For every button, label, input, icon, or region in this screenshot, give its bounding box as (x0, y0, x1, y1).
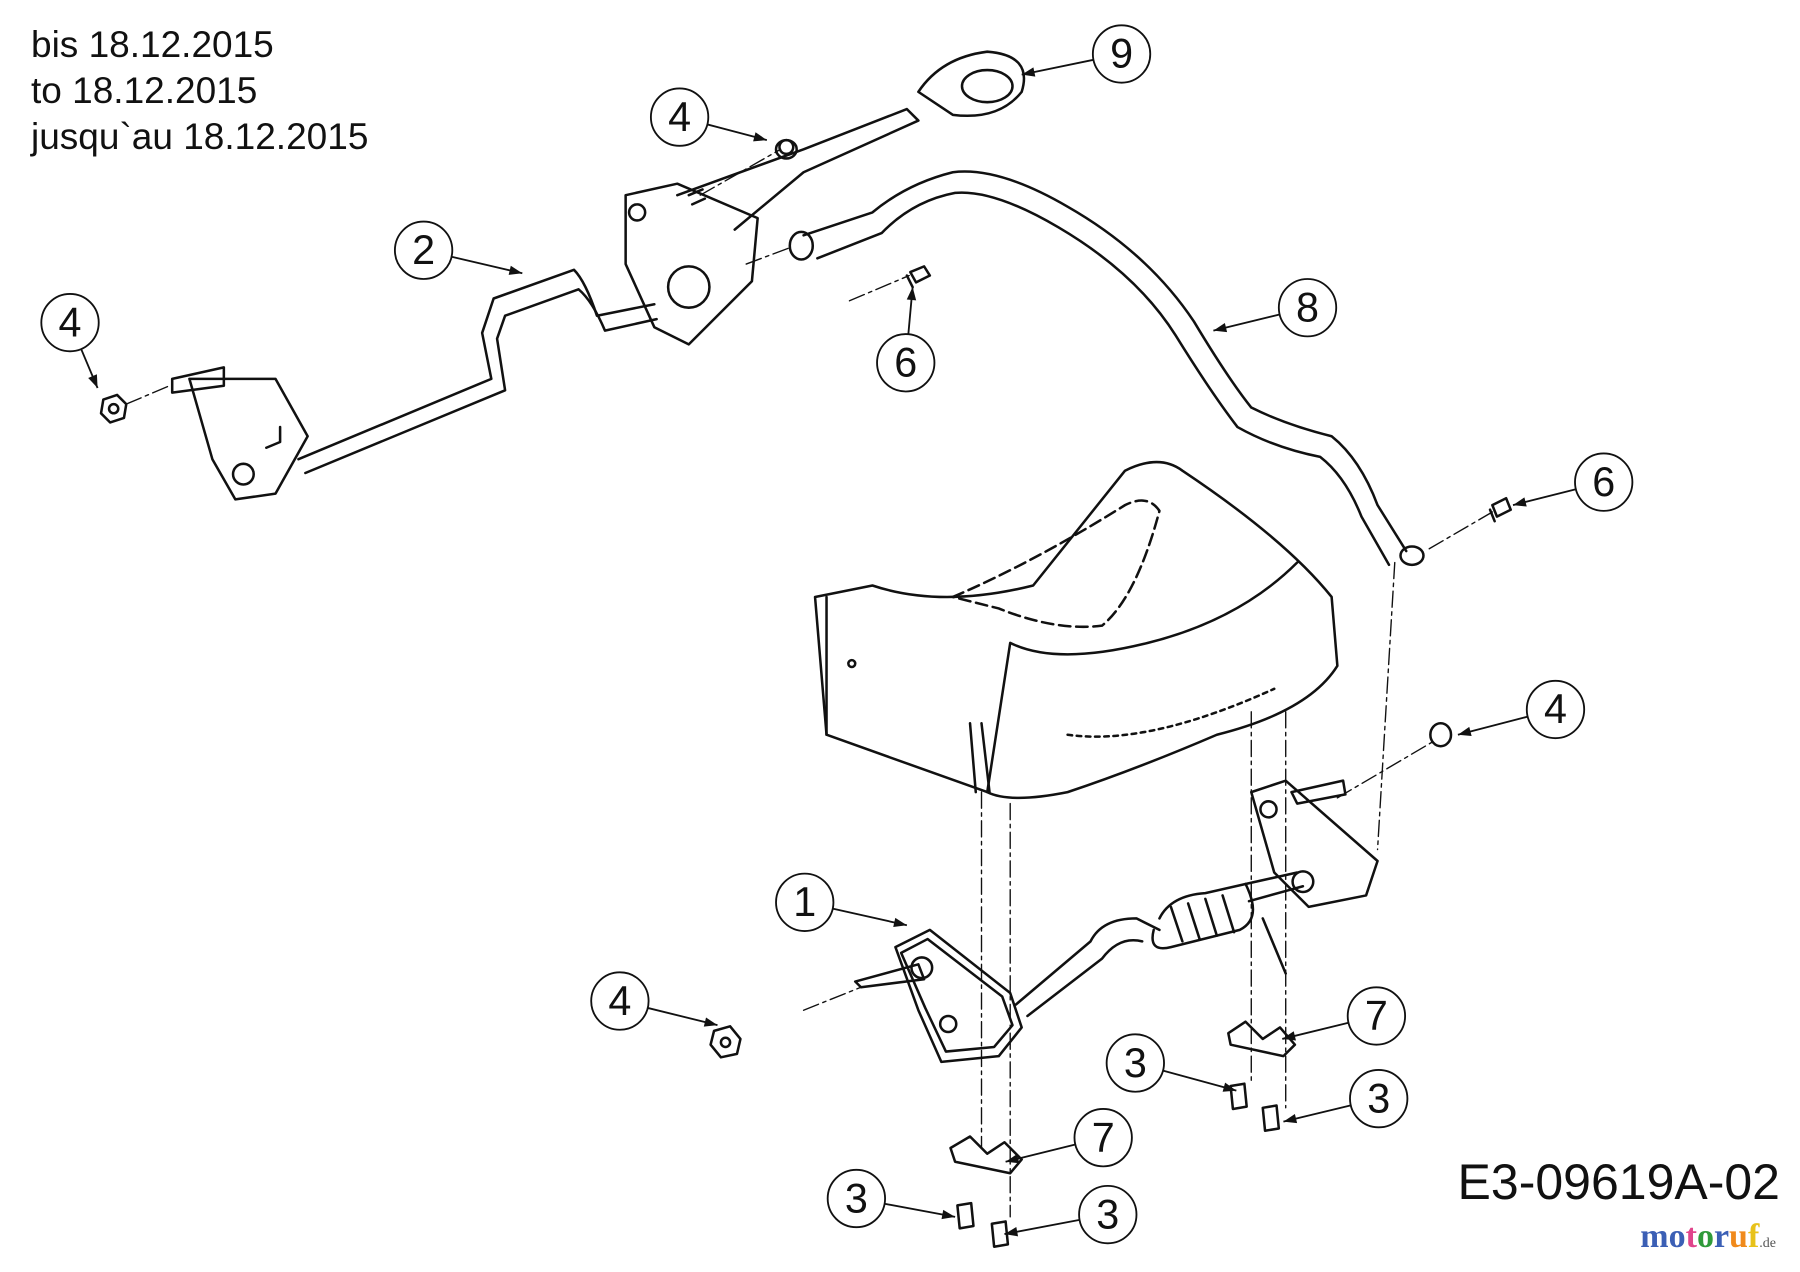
callout-circle (876, 333, 936, 393)
arrowhead-icon (1282, 1031, 1296, 1041)
callout-circle (1525, 679, 1586, 740)
callout-3: 3 (1105, 1033, 1237, 1093)
callout-circle (649, 87, 710, 147)
callout-1: 1 (775, 872, 908, 932)
shift-rod-part-2 (170, 268, 658, 501)
watermark-letter: f (1747, 1218, 1760, 1255)
callout-number: 4 (668, 94, 691, 140)
watermark-letter: t (1685, 1218, 1697, 1255)
callout-number: 4 (1544, 686, 1567, 732)
callout-number: 3 (845, 1175, 868, 1221)
callout-number: 3 (1367, 1075, 1390, 1121)
watermark-letter: r (1713, 1218, 1730, 1255)
handle-bar-part-8 (788, 170, 1425, 567)
arrowhead-icon (906, 287, 917, 301)
validity-note: bis 18.12.2015 to 18.12.2015 jusqu`au 18… (31, 22, 368, 160)
arrowhead-icon (1222, 1082, 1237, 1092)
callout-number: 8 (1296, 284, 1319, 330)
callout-circle (1277, 278, 1338, 338)
callout-number: 6 (1592, 459, 1615, 505)
callout-3: 3 (1283, 1069, 1409, 1129)
watermark-logo: motoruf.de (1640, 1217, 1776, 1264)
knob-part-9 (917, 50, 1026, 117)
callout-7: 7 (1005, 1108, 1133, 1168)
arrowhead-icon (1513, 497, 1527, 507)
arrowhead-icon (88, 374, 98, 389)
callout-number: 4 (59, 299, 82, 345)
callout-9: 9 (1021, 24, 1152, 84)
arrowhead-icon (1283, 1113, 1298, 1124)
callout-number: 3 (1124, 1040, 1147, 1086)
callout-circle (1078, 1184, 1138, 1245)
callout-4: 4 (590, 971, 718, 1031)
callout-number: 3 (1096, 1191, 1119, 1237)
callout-circle (1346, 986, 1407, 1046)
validity-line-de: bis 18.12.2015 (31, 24, 274, 65)
callout-number: 1 (793, 879, 816, 925)
callout-4: 4 (649, 87, 768, 147)
callout-8: 8 (1213, 278, 1338, 338)
callout-number: 2 (412, 227, 435, 273)
watermark-suffix: .de (1759, 1236, 1776, 1251)
rear-axle-part-1 (853, 779, 1379, 1064)
fasteners (99, 138, 1512, 1248)
callout-circle (775, 872, 835, 932)
arrowhead-icon (1004, 1227, 1019, 1237)
callout-circle (1091, 24, 1152, 84)
callout-circle (1073, 1108, 1133, 1168)
callout-2: 2 (393, 220, 523, 280)
callout-number: 4 (608, 978, 631, 1024)
callout-4: 4 (40, 292, 100, 389)
arrowhead-icon (703, 1017, 718, 1027)
arrowhead-icon (1005, 1154, 1020, 1164)
validity-line-fr: jusqu`au 18.12.2015 (31, 116, 369, 157)
callout-6: 6 (876, 286, 936, 393)
callout-circle (826, 1168, 886, 1229)
callout-circle (393, 220, 454, 280)
watermark-letter: o (1696, 1218, 1714, 1255)
callout-circle (1105, 1033, 1165, 1093)
arrowhead-icon (1457, 726, 1472, 737)
callout-number: 7 (1365, 993, 1388, 1039)
callout-4: 4 (1457, 679, 1586, 740)
clip-part-7-lower (949, 1135, 1023, 1175)
arrowhead-icon (941, 1209, 956, 1220)
arrowhead-icon (1021, 67, 1036, 77)
watermark-letter: m (1640, 1218, 1669, 1255)
arrowhead-icon (1213, 322, 1228, 333)
alignment-lines (125, 148, 1494, 1218)
callout-circle (40, 292, 100, 353)
callout-number: 7 (1092, 1114, 1115, 1160)
arrowhead-icon (893, 917, 907, 928)
callout-circle (590, 971, 650, 1031)
arrowhead-icon (508, 265, 523, 275)
callout-3: 3 (826, 1168, 956, 1229)
callout-circle (1349, 1069, 1409, 1129)
callout-6: 6 (1512, 452, 1634, 512)
arrowhead-icon (753, 132, 767, 142)
callout-3: 3 (1004, 1184, 1138, 1245)
callout-7: 7 (1282, 986, 1407, 1046)
watermark-letter: u (1729, 1218, 1748, 1255)
callout-number: 6 (894, 340, 917, 386)
deck-cover (813, 460, 1339, 800)
watermark-letter: o (1668, 1218, 1686, 1255)
diagram-code: E3-09619A-02 (1457, 1154, 1780, 1210)
callout-number: 9 (1110, 31, 1133, 77)
validity-line-en: to 18.12.2015 (31, 70, 258, 111)
callout-circle (1574, 452, 1634, 512)
